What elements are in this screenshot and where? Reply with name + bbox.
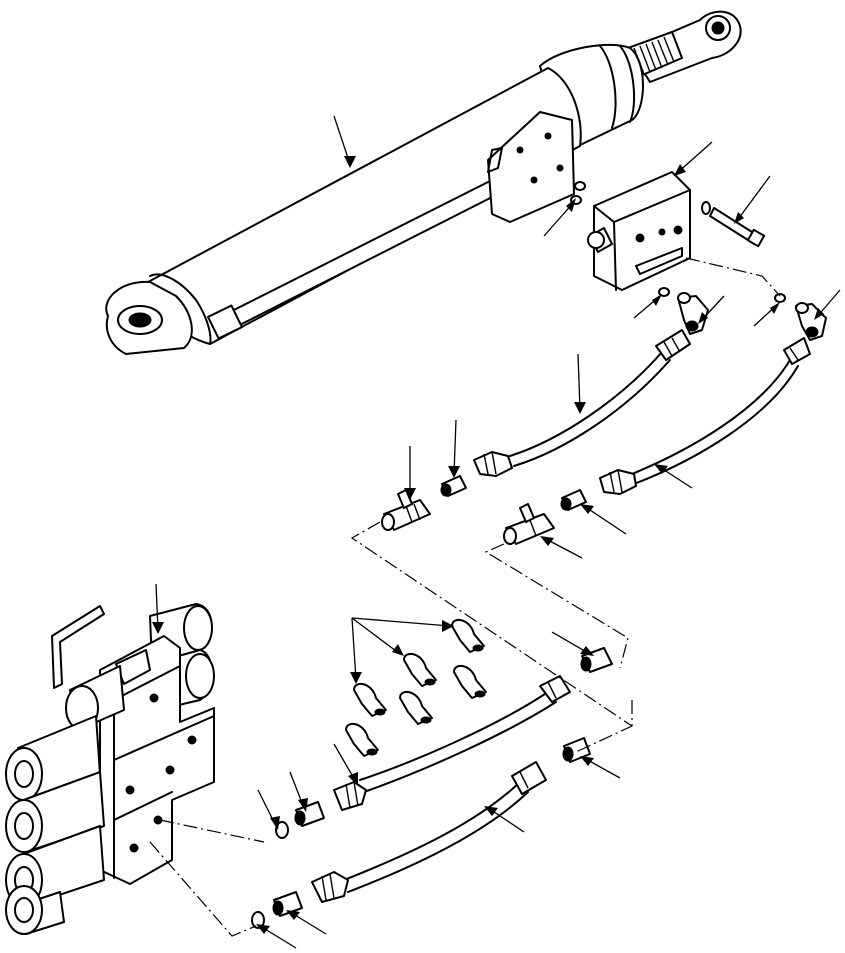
adapter-lower: [272, 647, 613, 917]
elbow-fitting-left: [658, 287, 709, 335]
spool-4: [5, 885, 65, 935]
control-valve: [5, 603, 215, 935]
tee-fitting-left: [381, 489, 431, 531]
lower-hose-lower: [311, 761, 547, 903]
hose-clamps: [345, 618, 487, 757]
upper-hose-right: [599, 337, 811, 495]
adapter-right: [560, 489, 587, 511]
valve-block: [587, 171, 691, 291]
adapter-left: [440, 475, 467, 497]
o-ring-lower: [251, 821, 289, 929]
lower-hose-upper: [333, 675, 571, 811]
leader-arrows: [152, 115, 841, 949]
routing-lines: [149, 257, 781, 937]
tee-fitting-right: [503, 503, 555, 545]
hydraulic-cylinder: [105, 10, 742, 355]
upper-hose-left: [473, 329, 691, 477]
mounting-bolt: [701, 201, 766, 248]
